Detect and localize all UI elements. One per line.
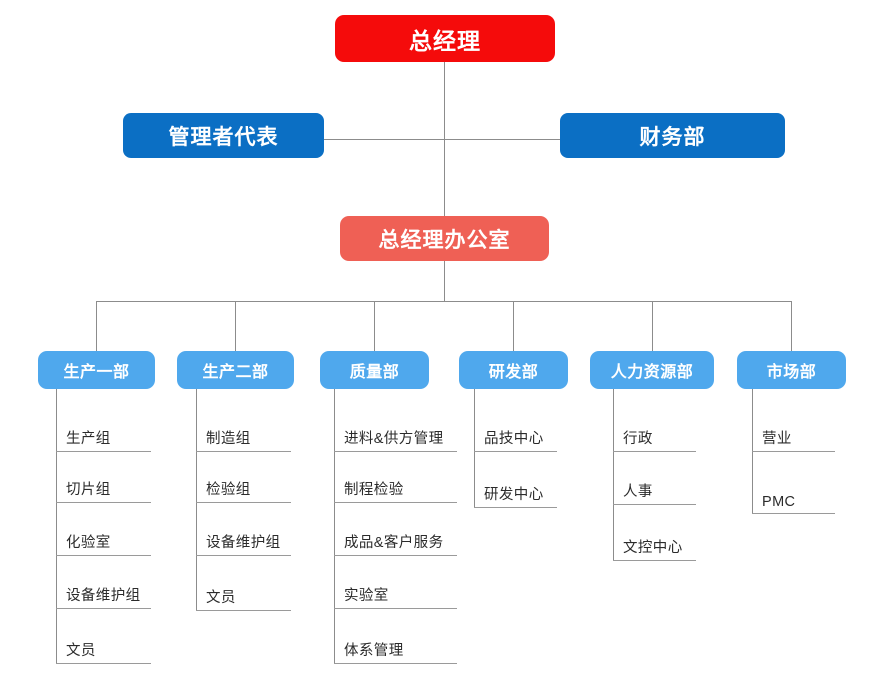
leaf-item[interactable]: 制程检验 xyxy=(334,464,457,503)
node-department-production-2-label: 生产二部 xyxy=(202,364,269,381)
leaf-item[interactable]: 设备维护组 xyxy=(56,570,151,609)
connector-spine-hr xyxy=(613,389,614,561)
node-gm-office[interactable]: 总经理办公室 xyxy=(340,216,549,261)
connector-bus-to-dept-5 xyxy=(652,301,653,351)
node-department-marketing[interactable]: 市场部 xyxy=(737,351,846,389)
leaf-item[interactable]: 文控中心 xyxy=(613,522,696,561)
connector-staff-bus-left xyxy=(324,139,445,140)
node-department-production-2[interactable]: 生产二部 xyxy=(177,351,294,389)
leaf-item[interactable]: 文员 xyxy=(56,625,151,664)
leaf-item[interactable]: 切片组 xyxy=(56,464,151,503)
node-management-representative[interactable]: 管理者代表 xyxy=(123,113,324,158)
connector-bus-to-dept-6 xyxy=(791,301,792,351)
node-department-quality-label: 质量部 xyxy=(349,364,400,381)
leaf-item[interactable]: 设备维护组 xyxy=(196,517,291,556)
connector-department-bus xyxy=(96,301,792,302)
connector-spine-quality xyxy=(334,389,335,664)
connector-bus-to-dept-1 xyxy=(96,301,97,351)
leaf-item[interactable]: 成品&客户服务 xyxy=(334,517,457,556)
leaf-item[interactable]: 人事 xyxy=(613,466,696,505)
connector-office-to-dept-bus xyxy=(444,261,445,301)
leaf-item[interactable]: 营业 xyxy=(752,413,835,452)
connector-spine-rnd xyxy=(474,389,475,508)
leaf-item[interactable]: 实验室 xyxy=(334,570,457,609)
connector-bus-to-dept-2 xyxy=(235,301,236,351)
leaf-item[interactable]: PMC xyxy=(752,475,835,514)
leaf-item[interactable]: 进料&供方管理 xyxy=(334,413,457,452)
node-department-hr-label: 人力资源部 xyxy=(610,364,694,381)
node-general-manager-label: 总经理 xyxy=(409,27,481,54)
connector-spine-production-2 xyxy=(196,389,197,611)
node-management-representative-label: 管理者代表 xyxy=(168,125,279,149)
leaf-item[interactable]: 制造组 xyxy=(196,413,291,452)
node-department-production-1[interactable]: 生产一部 xyxy=(38,351,155,389)
node-finance-department-label: 财务部 xyxy=(639,125,706,149)
node-department-marketing-label: 市场部 xyxy=(766,364,817,381)
node-gm-office-label: 总经理办公室 xyxy=(378,228,511,252)
leaf-item[interactable]: 体系管理 xyxy=(334,625,457,664)
connector-bus-to-dept-4 xyxy=(513,301,514,351)
leaf-item[interactable]: 检验组 xyxy=(196,464,291,503)
node-department-production-1-label: 生产一部 xyxy=(63,364,130,381)
node-finance-department[interactable]: 财务部 xyxy=(560,113,785,158)
node-general-manager[interactable]: 总经理 xyxy=(335,15,555,62)
connector-spine-production-1 xyxy=(56,389,57,664)
leaf-item[interactable]: 行政 xyxy=(613,413,696,452)
leaf-item[interactable]: 生产组 xyxy=(56,413,151,452)
leaf-item[interactable]: 研发中心 xyxy=(474,469,557,508)
node-department-hr[interactable]: 人力资源部 xyxy=(590,351,714,389)
node-department-rnd[interactable]: 研发部 xyxy=(459,351,568,389)
connector-staff-bus-right xyxy=(444,139,561,140)
leaf-item[interactable]: 品技中心 xyxy=(474,413,557,452)
leaf-item[interactable]: 化验室 xyxy=(56,517,151,556)
leaf-item[interactable]: 文员 xyxy=(196,572,291,611)
node-department-quality[interactable]: 质量部 xyxy=(320,351,429,389)
connector-bus-to-dept-3 xyxy=(374,301,375,351)
node-department-rnd-label: 研发部 xyxy=(488,364,539,381)
